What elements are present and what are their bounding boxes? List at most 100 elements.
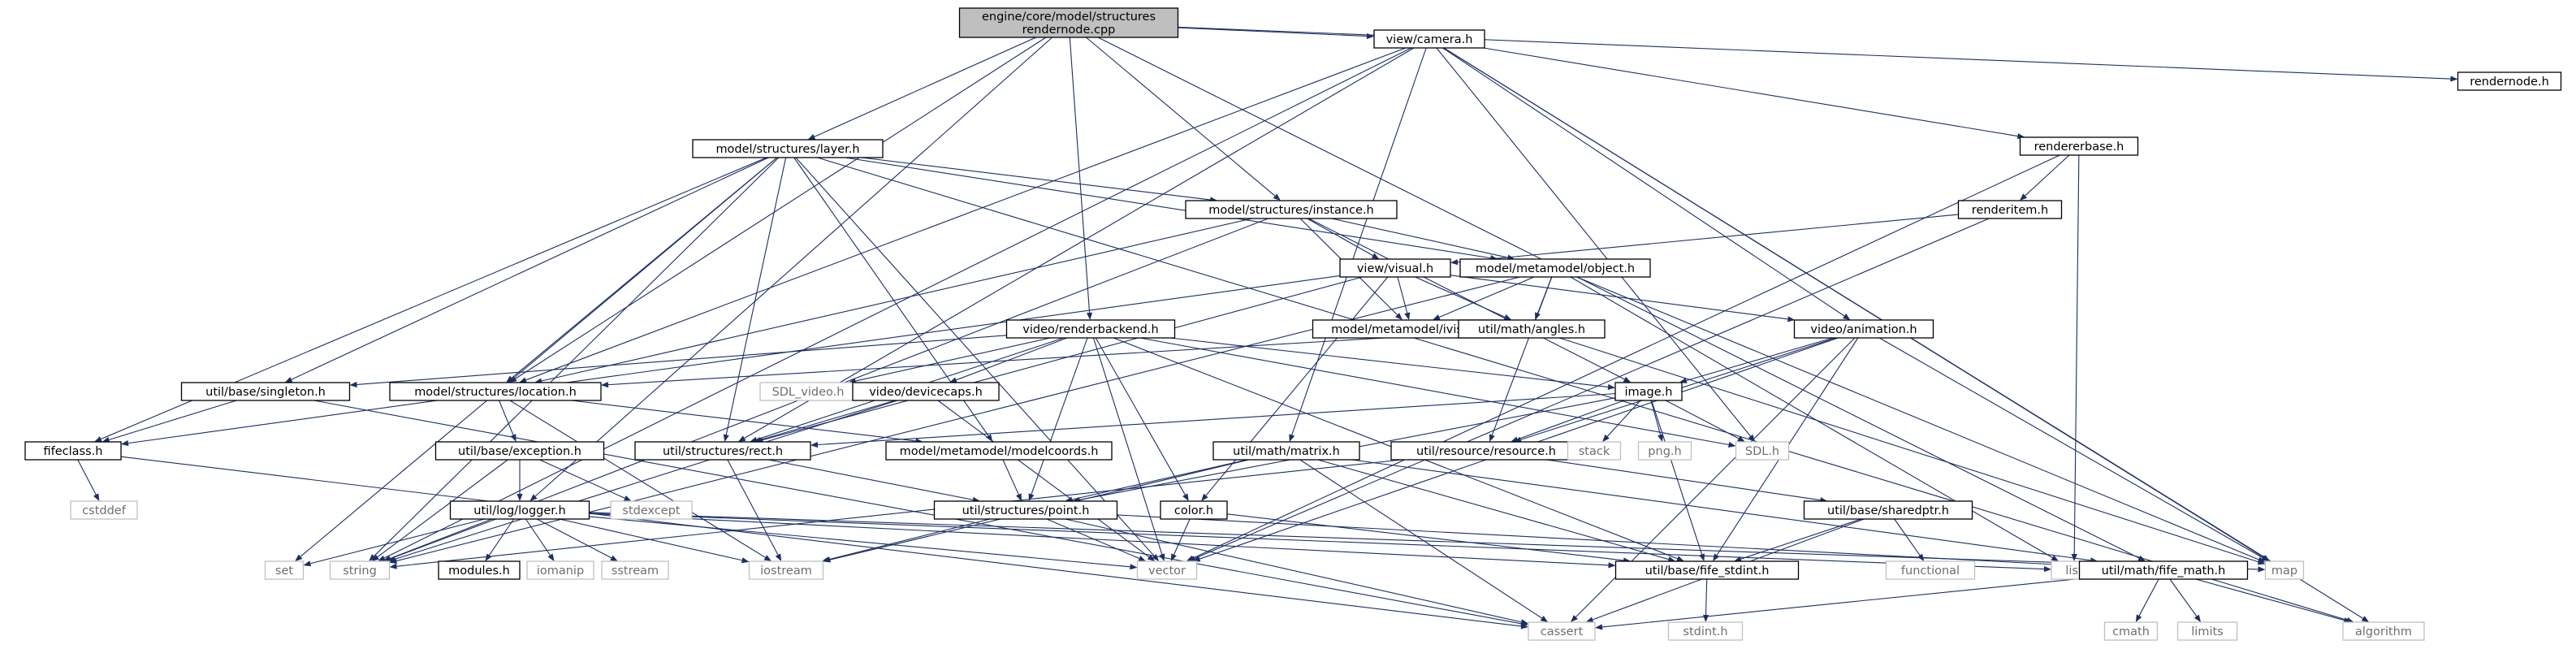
edge-line [1178,26,2451,80]
arrowhead [1028,493,1035,501]
edge-line [725,157,787,435]
node-fife-math[interactable]: util/math/fife_math.h [2078,560,2249,580]
node-instance[interactable]: model/structures/instance.h [1185,200,1398,219]
edge-location-to-exception [499,400,516,442]
node-box [1735,441,1790,461]
node-logger[interactable]: util/log/logger.h [449,500,590,520]
node-exception[interactable]: util/base/exception.h [434,441,605,461]
edge-line [1331,218,1508,258]
edge-logger-to-sstream [536,518,618,561]
arrowhead [383,556,391,562]
arrowhead [485,553,492,561]
node-animation[interactable]: video/animation.h [1793,319,1934,339]
arrowhead [949,377,957,383]
edge-point-to-vector [1046,518,1147,561]
node-label: video/renderbackend.h [1022,323,1158,336]
node-label: model/structures/layer.h [715,143,859,156]
edge-line [1092,337,1163,555]
arrowhead [1404,312,1411,320]
node-rn-h[interactable]: rendernode.h [2457,71,2562,91]
edge-line [300,157,778,557]
node-label: iomanip [537,565,584,578]
node-singleton[interactable]: util/base/singleton.h [180,382,351,401]
arrowhead [1843,314,1851,320]
node-point[interactable]: util/structures/point.h [933,500,1118,520]
arrowhead [1520,623,1528,630]
edge-line [1457,214,1959,263]
arrowhead [2450,76,2458,82]
node-color[interactable]: color.h [1160,500,1228,520]
node-box [449,500,590,520]
node-rbase[interactable]: rendererbase.h [2019,136,2139,156]
edge-line [77,459,97,495]
node-map: map [2264,560,2305,580]
edge-line [2073,154,2080,555]
arrowhead [2051,555,2060,561]
edge-image-to-png [1650,400,1664,442]
edge-line [589,512,2045,570]
arrowhead [1676,556,1684,562]
node-visual[interactable]: view/visual.h [1339,258,1451,278]
edge-line [1002,459,1019,495]
edge-root-to-rbackend [1069,37,1093,320]
edge-line [1450,275,1788,320]
edge-root-to-logger [529,37,1053,501]
edge-line [128,275,1341,444]
node-modelcoords[interactable]: model/metamodel/modelcoords.h [885,441,1113,461]
edge-line [589,512,2258,570]
edge-rect-to-point [768,459,980,503]
edge-line [1291,47,1427,435]
node-string: string [329,560,391,580]
node-angles[interactable]: util/math/angles.h [1458,319,1606,339]
edge-line [1651,400,1703,555]
node-fife-stdint[interactable]: util/base/fife_stdint.h [1614,560,1800,580]
edge-line [1686,337,1834,382]
edge-line [1226,513,1624,561]
node-label: png.h [1648,445,1681,458]
node-sharedptr[interactable]: util/base/sharedptr.h [1803,500,1973,520]
node-matrix[interactable]: util/math/matrix.h [1212,441,1360,461]
node-ritem[interactable]: renderitem.h [1957,200,2063,219]
node-box [885,441,1113,461]
arrowhead [601,382,609,388]
node-location[interactable]: model/structures/location.h [389,382,602,401]
node-box [2457,71,2562,91]
node-rect[interactable]: util/structures/rect.h [634,441,811,461]
node-label: map [2271,565,2297,578]
node-layer: engine/core/model/structuresrendernode.c… [24,7,2562,641]
edge-line [589,513,1609,566]
edge-logger-to-string [383,518,496,562]
node-fifeclass[interactable]: fifeclass.h [24,441,122,461]
edge-logger-to-set [303,518,486,567]
edge-line [1139,337,1729,446]
edge-line [1031,337,1088,495]
node-root[interactable]: engine/core/model/structuresrendernode.c… [958,7,1179,38]
arrowhead [1130,564,1138,570]
edge-line [390,518,496,560]
node-layer[interactable]: model/structures/layer.h [692,139,884,158]
node-camera[interactable]: view/camera.h [1373,29,1485,49]
edge-visual-to-fifeclass [121,275,1341,447]
arrowhead [1289,434,1295,442]
node-devcaps[interactable]: video/devicecaps.h [852,382,1000,401]
edge-line [1117,514,2072,566]
node-object[interactable]: model/metamodel/object.h [1459,258,1651,278]
edge-rbase-to-ritem [2019,154,2070,201]
edge-object-to-ivisual [1432,276,1535,320]
node-resource[interactable]: util/resource/resource.h [1390,441,1582,461]
node-box [1005,319,1176,339]
node-box [434,441,605,461]
edge-line [1178,27,1368,37]
arrowhead [1608,562,1616,569]
node-label: rendernode.h [2470,76,2549,89]
arrowhead [1540,616,1549,622]
arrowhead [1503,314,1512,320]
node-image[interactable]: image.h [1614,382,1683,401]
edge-image-to-sdl [1665,400,1745,442]
node-modules[interactable]: modules.h [438,560,521,580]
node-rbackend[interactable]: video/renderbackend.h [1005,319,1176,339]
arrowhead [2258,566,2266,573]
node-sstream: sstream [601,560,669,580]
node-label: view/camera.h [1386,33,1473,46]
edge-line [1194,218,1990,559]
